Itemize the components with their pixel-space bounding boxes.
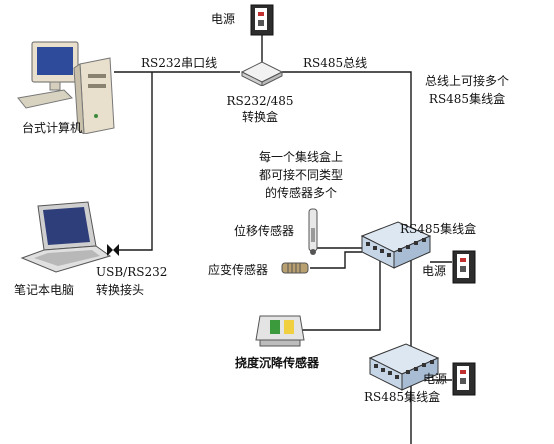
deflection-sensor-label: 挠度沉降传感器: [235, 356, 320, 370]
laptop-icon: [20, 201, 112, 273]
rs485-hub-icon: [368, 343, 440, 391]
strain-sensor-icon: [281, 262, 309, 274]
converter-label-line1: RS232/485: [226, 94, 294, 108]
usb-rs232-line: [118, 72, 153, 251]
bus-multi-label-line1: 总线上可接多个: [424, 74, 509, 88]
rs485-bus-label: RS485总线: [303, 56, 368, 70]
power-adapter-icon: [452, 250, 476, 284]
usb-label-line1: USB/RS232: [96, 265, 168, 279]
strain-cable: [310, 251, 362, 269]
hub-mid-label: RS485集线盒: [400, 222, 477, 236]
desktop-label: 台式计算机: [22, 121, 83, 135]
power-top-label: 电源: [211, 12, 236, 26]
deflection-sensor-icon: [255, 315, 305, 347]
bus-multi-label-line2: RS485集线盒: [428, 92, 506, 106]
power-adapter-icon: [250, 4, 274, 36]
displacement-sensor-label: 位移传感器: [234, 224, 295, 238]
rs485-hub-icon: [360, 221, 432, 269]
laptop-label: 笔记本电脑: [14, 283, 75, 297]
rs485-bus-line: [282, 71, 412, 444]
each-hub-label-line2: 都可接不同类型: [258, 168, 343, 182]
power-mid-label: 电源: [422, 264, 447, 278]
each-hub-label-line1: 每一个集线盒上: [258, 150, 343, 164]
usb-label-line2: 转换接头: [96, 283, 145, 297]
converter-label-line2: 转换盒: [241, 110, 278, 124]
strain-sensor-label: 应变传感器: [208, 263, 269, 277]
each-hub-label-line3: 的传感器多个: [264, 186, 337, 200]
usb-adapter-icon: [107, 244, 119, 256]
hub-bottom-label: RS485集线盒: [364, 390, 441, 404]
power-bottom-label: 电源: [423, 372, 448, 386]
deflection-cable: [300, 260, 381, 331]
power-adapter-icon: [452, 362, 476, 396]
desktop-computer-icon: [17, 41, 115, 134]
rs232-serial-label: RS232串口线: [141, 56, 218, 70]
displacement-sensor-icon: [308, 208, 318, 255]
converter-box-icon: [240, 61, 284, 86]
